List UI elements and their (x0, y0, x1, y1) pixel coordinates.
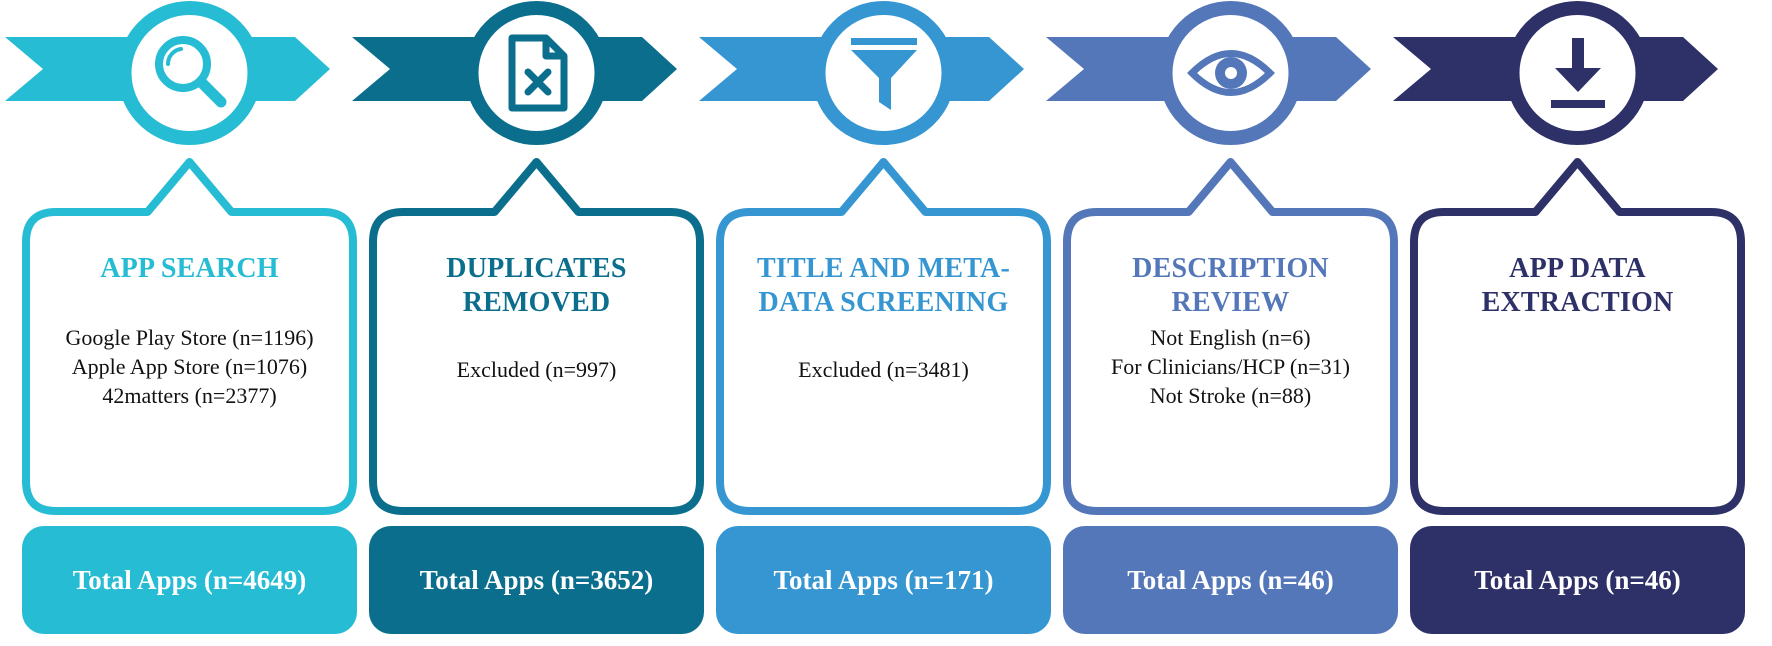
document-remove-icon (488, 24, 586, 122)
stage-box (22, 158, 357, 515)
stage-total: Total Apps (n=46) (1410, 526, 1745, 634)
stage-total: Total Apps (n=4649) (22, 526, 357, 634)
stage-title-line: DUPLICATES (446, 253, 627, 284)
stage-details: Google Play Store (n=1196) Apple App Stor… (40, 323, 340, 410)
stage-title: APP SEARCH (40, 252, 340, 286)
stage-total: Total Apps (n=171) (716, 526, 1051, 634)
stage-detail-line: Excluded (n=997) (456, 357, 617, 382)
stage-title-line: TITLE AND META- (757, 253, 1010, 284)
stage-title-line: APP SEARCH (100, 253, 279, 284)
stage-detail-line: 42matters (n=2377) (102, 383, 277, 408)
eye-icon (1182, 24, 1280, 122)
stage-title-line: DATA SCREENING (758, 287, 1009, 318)
stage-detail-line: Excluded (n=3481) (798, 357, 969, 382)
download-icon (1529, 24, 1627, 122)
stage-details: Excluded (n=997) (387, 355, 687, 384)
stage-detail-line: Not Stroke (n=88) (1149, 383, 1312, 408)
stage-box (1410, 158, 1745, 515)
magnifier-icon (141, 24, 239, 122)
stage-title-line: REVIEW (1171, 287, 1290, 318)
stage-title-line: EXTRACTION (1481, 287, 1674, 318)
icon-circle (464, 1, 609, 145)
stage-title-line: REMOVED (462, 287, 611, 318)
stage-detail-line: Apple App Store (n=1076) (71, 354, 308, 379)
stage-detail-line: Google Play Store (n=1196) (65, 325, 314, 350)
stage-box (369, 158, 704, 515)
stage-box (1063, 158, 1398, 515)
funnel-icon (835, 24, 933, 122)
stage-title-line: APP DATA (1509, 253, 1646, 284)
stage-details: Not English (n=6) For Clinicians/HCP (n=3… (1081, 323, 1381, 410)
stage-detail-line: Not English (n=6) (1150, 325, 1311, 350)
stage-details: Excluded (n=3481) (734, 355, 1034, 384)
stage-box (716, 158, 1051, 515)
stage-title: TITLE AND META-DATA SCREENING (734, 252, 1034, 320)
stage-detail-line: For Clinicians/HCP (n=31) (1111, 354, 1350, 379)
stage-title-line: DESCRIPTION (1132, 253, 1329, 284)
stage-total: Total Apps (n=46) (1063, 526, 1398, 634)
stage-total: Total Apps (n=3652) (369, 526, 704, 634)
